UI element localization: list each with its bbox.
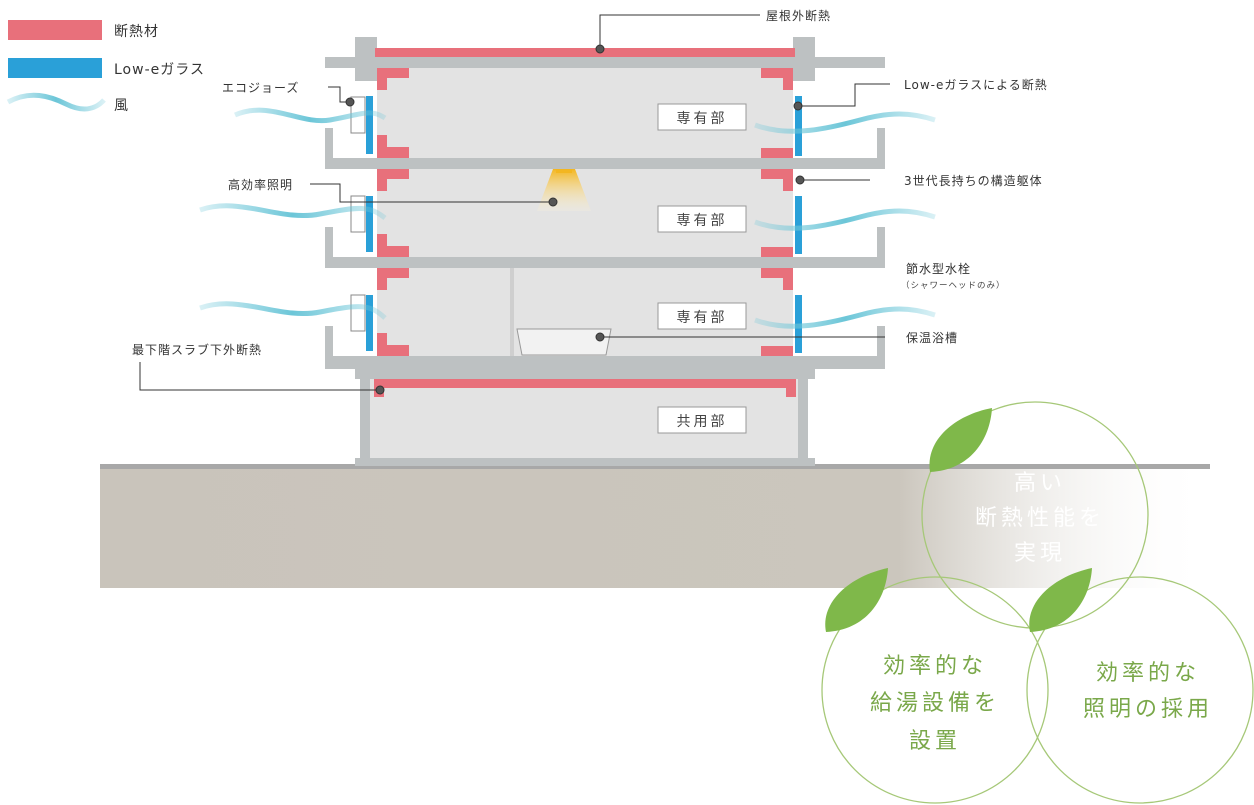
callout-ecojoze: エコジョーズ: [222, 80, 299, 95]
callout-bath: 保温浴槽: [906, 331, 958, 345]
legend-insulation-swatch: [8, 20, 102, 40]
wind-right-1: [754, 306, 936, 329]
room-label-2: 専有部: [677, 213, 728, 229]
room-labels: 専有部 専有部 専有部 共用部: [657, 103, 747, 434]
legend: 断熱材 Low-eガラス 風: [6, 20, 205, 114]
ground: [100, 464, 1210, 588]
wind-left-3: [234, 107, 387, 124]
room-label-common: 共用部: [677, 414, 728, 430]
roof-insulation: [375, 48, 795, 57]
circle-top-line-3: 実現: [1014, 541, 1066, 566]
callout-labels: 屋根外断熱 Low-eガラスによる断熱 3世代長持ちの構造躯体 節水型水栓 （シ…: [132, 8, 1048, 357]
legend-glass-label: Low-eガラス: [114, 62, 205, 78]
circle-hot-water: [821, 576, 1049, 804]
circle-lighting: [1026, 576, 1254, 804]
room-label-1: 専有部: [677, 310, 728, 326]
circle-top-line-2: 断熱性能を: [975, 506, 1105, 531]
wind-right-2: [754, 208, 936, 231]
leaf-icon: [1029, 568, 1092, 632]
room-label-3: 専有部: [677, 111, 728, 127]
floor-slab-3: [325, 158, 885, 169]
ground-slab: [355, 369, 815, 379]
building: [325, 37, 885, 466]
callout-slab: 最下階スラブ下外断熱: [132, 342, 262, 357]
wind-streams: [199, 107, 936, 329]
roof-slab: [325, 57, 885, 68]
slab-underside-insulation: [374, 379, 796, 397]
circle-right-line-1: 効率的な: [1096, 661, 1200, 686]
circle-right-line-2: 照明の採用: [1083, 697, 1213, 722]
wind-left-2: [199, 203, 387, 220]
leaf-icon: [929, 408, 992, 472]
floor-slab-1: [325, 356, 885, 369]
circle-left-line-3: 設置: [909, 729, 961, 754]
leaf-icon: [825, 568, 888, 632]
legend-wind-label: 風: [114, 98, 129, 114]
callout-faucet: 節水型水栓: [906, 261, 971, 276]
circle-left-line-2: 給湯設備を: [870, 691, 1000, 716]
left-wall-insulation: [377, 68, 409, 356]
wind-right-3: [754, 111, 936, 134]
callout-lowe: Low-eガラスによる断熱: [904, 77, 1048, 92]
circle-top-line-1: 高い: [1014, 471, 1066, 496]
wind-left-1: [199, 301, 387, 320]
callout-lighting: 高効率照明: [228, 177, 293, 192]
circle-left-line-1: 効率的な: [883, 654, 987, 679]
callout-structure: 3世代長持ちの構造躯体: [904, 173, 1043, 188]
callout-lines: [139, 14, 890, 395]
benefit-circles: 高い 断熱性能を 実現 効率的な 給湯設備を 設置 効率的な 照明の採用: [821, 401, 1254, 804]
legend-glass-swatch: [8, 58, 102, 78]
bathtub: [516, 328, 612, 356]
right-wall-insulation: [761, 68, 793, 356]
floor-slab-2: [325, 257, 885, 268]
callout-roof: 屋根外断熱: [766, 8, 831, 23]
callout-faucet-note: （シャワーヘッドのみ）: [901, 280, 1006, 291]
legend-wind-icon: [6, 92, 106, 112]
legend-insulation-label: 断熱材: [114, 24, 159, 40]
